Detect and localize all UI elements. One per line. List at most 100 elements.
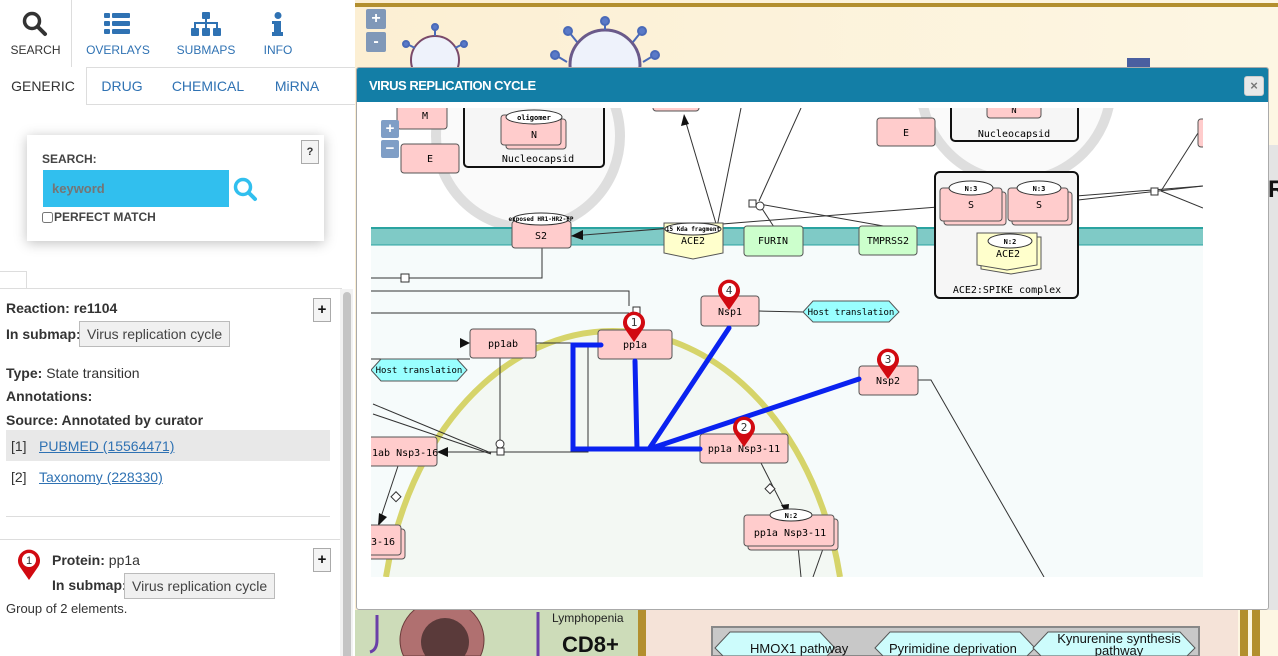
reaction-title: Reaction: re1104 <box>6 300 117 316</box>
node-m-label: M <box>422 111 428 122</box>
tab-overlays[interactable]: OVERLAYS <box>80 0 156 67</box>
subtab-generic[interactable]: GENERIC <box>0 67 87 105</box>
dialog-close-button[interactable]: × <box>1244 76 1264 96</box>
reaction-submap-button[interactable]: Virus replication cycle <box>79 321 231 347</box>
node-pp1ab[interactable] <box>469 328 537 359</box>
node-pp1a-nsp3-11-label: pp1a Nsp3-11 <box>708 444 780 455</box>
node-state: N:2 <box>785 512 798 520</box>
node-ace2-state: N:2 <box>1004 238 1017 246</box>
search-submit-icon[interactable] <box>233 177 259 203</box>
node-nsp2-label: Nsp2 <box>876 376 900 387</box>
node-top[interactable] <box>652 108 700 112</box>
tab-divider <box>72 67 355 68</box>
hmox1-label: HMOX1 pathway <box>750 641 849 656</box>
complex-ace2-spike-label: ACE2:SPIKE complex <box>953 285 1061 296</box>
subtab-drug[interactable]: DRUG <box>101 78 143 94</box>
section-divider <box>6 516 330 517</box>
search-card: SEARCH: ? PERFECT MATCH <box>27 135 324 241</box>
marker-pin-3[interactable]: 3 <box>877 348 899 379</box>
node-pp1ab-nsp3-16-label: 1ab Nsp3-16 <box>372 448 438 459</box>
subtab-mirna[interactable]: MiRNA <box>274 78 320 94</box>
node-e[interactable] <box>400 143 460 174</box>
map-zoom-in-button[interactable]: + <box>366 9 386 29</box>
reaction-expand-button[interactable]: + <box>313 298 331 322</box>
node-s-state: N:3 <box>965 185 978 193</box>
marker-pin-1[interactable]: 1 <box>623 311 645 342</box>
node-host-translation[interactable] <box>371 358 468 382</box>
marker-pin-4[interactable]: 4 <box>718 279 740 310</box>
node-s2-state: exposed HR1-HR2-FP <box>508 216 573 223</box>
help-button[interactable]: ? <box>301 140 319 164</box>
diagram-zoom-in-button[interactable]: + <box>381 120 399 138</box>
node-host-translation-label: Host translation <box>376 366 463 376</box>
node-e-label: E <box>903 128 909 139</box>
node-n-state: oligomer <box>517 114 551 122</box>
protein-value: pp1a <box>108 552 140 568</box>
result-tab[interactable] <box>0 271 27 289</box>
node-s2-label: S2 <box>535 231 547 242</box>
subtab-chemical[interactable]: CHEMICAL <box>171 78 245 94</box>
tab-info[interactable]: INFO <box>256 0 300 67</box>
lymphopenia-label: Lymphopenia <box>552 611 624 625</box>
marker-number: 3 <box>885 353 892 366</box>
tab-search[interactable]: SEARCH <box>0 0 72 67</box>
subtab-divider <box>87 104 355 105</box>
diagram-zoom-out-button[interactable]: − <box>381 140 399 158</box>
node-tmprss2[interactable] <box>858 225 918 256</box>
node-pp1ab-nsp3-16-multimer[interactable] <box>371 524 402 556</box>
protein-submap-button[interactable]: Virus replication cycle <box>124 573 276 599</box>
tab-search-label: SEARCH <box>10 43 61 57</box>
cd8-label: CD8+ <box>562 632 619 656</box>
pathway-kynurenine[interactable] <box>1032 631 1196 656</box>
protein-label: Protein: <box>52 552 105 568</box>
perfect-match-checkbox[interactable] <box>42 212 53 223</box>
node-n-label: N <box>1011 108 1016 116</box>
type-label: Type: <box>6 365 43 381</box>
node-pp1ab-nsp3-16[interactable] <box>371 436 438 467</box>
reaction-submap-label: In submap: <box>6 326 81 342</box>
node-furin-label: FURIN <box>758 236 788 247</box>
annotation-link-taxonomy[interactable]: Taxonomy (228330) <box>39 469 163 485</box>
annotation-index: [2] <box>11 469 27 485</box>
group-text: Group of 2 elements. <box>6 601 128 616</box>
kynurenine-label: Kynurenine synthesis pathway <box>1057 631 1181 656</box>
tab-overlays-label: OVERLAYS <box>86 43 150 57</box>
annotation-link-pubmed[interactable]: PUBMED (15564471) <box>39 438 175 454</box>
node-host-translation[interactable] <box>802 300 900 323</box>
reaction-title-label: Reaction: <box>6 300 70 316</box>
complex-nucleocapsid[interactable] <box>950 108 1079 142</box>
pyrimidine-label: Pyrimidine deprivation <box>889 641 1017 656</box>
node-pp1ab-label: pp1ab <box>488 339 518 350</box>
pathway-hmox1[interactable] <box>714 631 836 656</box>
node-s-label: S <box>968 200 974 211</box>
node-tmprss2-label: TMPRSS2 <box>867 236 909 247</box>
scrollbar-thumb[interactable] <box>343 292 351 656</box>
node-furin[interactable] <box>743 225 804 257</box>
complex-nucleocapsid-label: Nucleocapsid <box>978 129 1050 140</box>
node-ace2-label: ACE2 <box>681 236 705 247</box>
dialog-title: VIRUS REPLICATION CYCLE <box>369 78 536 93</box>
scrollbar-track[interactable] <box>340 289 353 656</box>
dialog-header[interactable]: VIRUS REPLICATION CYCLE <box>357 68 1268 102</box>
node-n-label: N <box>531 130 537 141</box>
search-icon <box>22 11 47 36</box>
result-divider <box>0 288 342 289</box>
marker-number: 4 <box>726 284 733 297</box>
node-m[interactable] <box>396 108 448 130</box>
map-border-line <box>355 3 1278 7</box>
map-side-panel <box>1268 145 1278 610</box>
left-panel: SEARCH OVERLAYS SUBMAPS INFO GENERIC DRU… <box>0 0 355 656</box>
search-input[interactable] <box>43 170 229 207</box>
reaction-type: Type: State transition <box>6 365 140 381</box>
node-s-state: N:3 <box>1033 185 1046 193</box>
node-e[interactable] <box>876 117 936 147</box>
protein-expand-button[interactable]: + <box>313 548 331 572</box>
map-zoom-out-button[interactable]: - <box>366 32 386 52</box>
protein-title: Protein: pp1a <box>52 552 140 568</box>
tab-submaps[interactable]: SUBMAPS <box>170 0 242 67</box>
node-cut[interactable] <box>1197 118 1203 148</box>
node-ace2-state: 15 Kda fragment <box>666 226 721 233</box>
submap-diagram[interactable]: M E oligomer N Nucleocapsid E N Nucleoca… <box>371 108 1203 577</box>
marker-pin-icon: 1 <box>18 549 40 580</box>
marker-pin-2[interactable]: 2 <box>733 416 755 447</box>
